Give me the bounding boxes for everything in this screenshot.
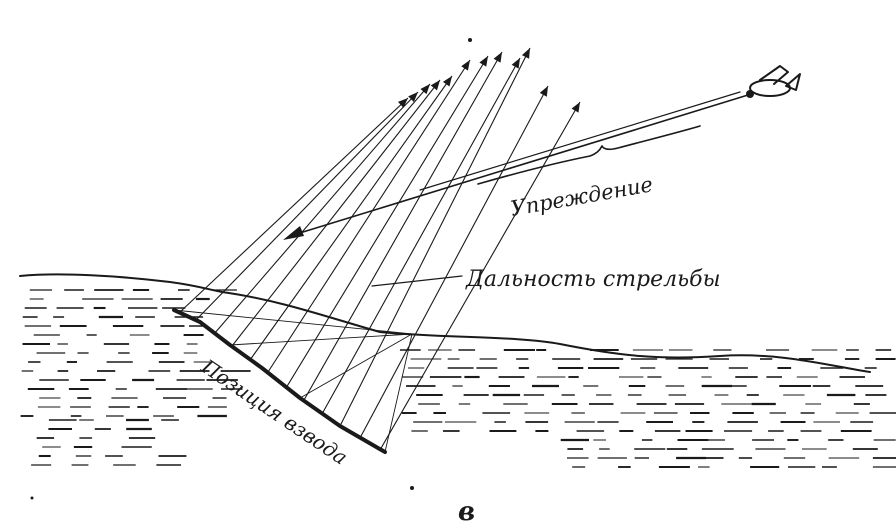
fire-arrowhead — [397, 98, 408, 108]
figure-label: в — [458, 497, 475, 527]
position-line — [172, 308, 387, 454]
fire-line — [339, 47, 531, 427]
aircraft-tail — [785, 73, 801, 91]
position-label: Позиция взвода — [196, 354, 352, 470]
range-label: Дальность стрельбы — [465, 267, 721, 292]
scratch-dot — [410, 486, 414, 490]
fire-arrowhead — [408, 92, 418, 102]
fire-line — [321, 57, 521, 415]
fire-line — [303, 51, 503, 401]
range-leader-line — [371, 275, 463, 287]
lead-brace — [477, 125, 701, 185]
fire-arrowhead — [511, 58, 520, 69]
fire-arrowhead — [539, 86, 548, 97]
range-line — [384, 333, 413, 453]
range-line — [299, 333, 413, 399]
aim-line — [283, 91, 749, 287]
fire-line — [285, 55, 489, 389]
range-line — [173, 309, 413, 335]
range-line — [229, 333, 413, 346]
fire-line — [213, 83, 431, 335]
scratch-dot — [30, 496, 34, 500]
scratches — [30, 38, 472, 500]
fire-line — [379, 101, 581, 451]
lead-label: Упреждение — [509, 172, 655, 221]
fire-line — [179, 97, 409, 313]
terrain — [19, 273, 871, 454]
fire-line — [195, 91, 419, 321]
ground-hatching — [20, 289, 896, 469]
fire-arrowhead — [420, 84, 430, 95]
fire-line — [267, 59, 471, 373]
lead-line-upper — [419, 91, 741, 191]
fire-line — [359, 85, 549, 439]
lead-line — [289, 94, 749, 237]
aircraft-fuselage — [749, 79, 791, 97]
fire-arrowhead — [430, 80, 440, 91]
aircraft-wing — [759, 65, 789, 85]
fire-arrowhead — [461, 60, 470, 71]
fire-line — [231, 79, 441, 347]
fire-arrowhead — [521, 48, 530, 59]
scratch-dot — [468, 38, 472, 42]
fire-arrowhead — [493, 52, 502, 63]
fire-arrowhead — [479, 56, 488, 67]
fire-arrowhead — [571, 102, 580, 113]
fire-arrowhead — [442, 76, 452, 87]
aircraft-icon — [746, 65, 801, 98]
aircraft-nose — [746, 90, 754, 98]
arrow-head — [283, 226, 304, 240]
